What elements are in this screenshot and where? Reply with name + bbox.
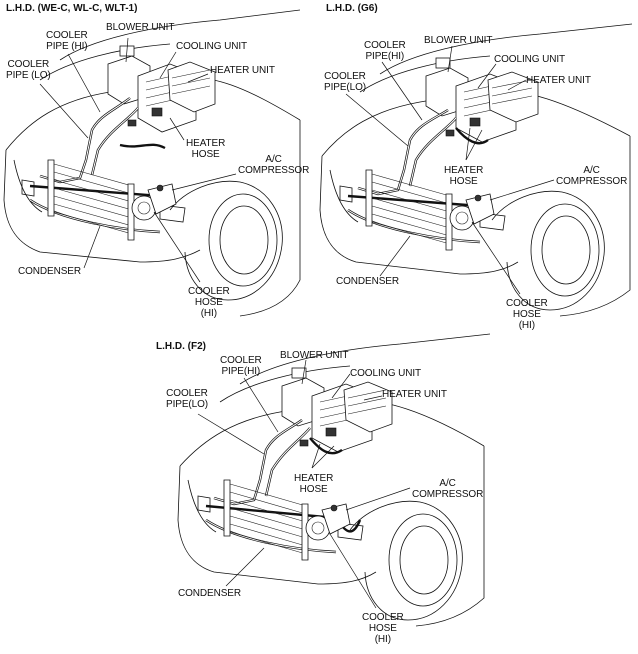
blower-unit-label: BLOWER UNIT bbox=[280, 350, 349, 361]
compressor-part bbox=[305, 503, 351, 541]
leader-lines bbox=[197, 359, 411, 609]
diagram-title: L.H.D. (WE-C, WL-C, WLT-1) bbox=[6, 3, 138, 14]
cooler-pipe-hi-label: COOLER PIPE(HI) bbox=[364, 40, 406, 62]
heater-hose-label: HEATER HOSE bbox=[444, 165, 484, 187]
condenser-label: CONDENSER bbox=[18, 266, 81, 277]
cooler-pipe-lo-label: COOLER PIPE (LO) bbox=[6, 59, 51, 81]
ac-compressor-label: A/C COMPRESSOR bbox=[412, 478, 484, 500]
cooler-pipe-lo-label: COOLER PIPE(LO) bbox=[166, 388, 208, 410]
hvac-units bbox=[107, 45, 216, 133]
heater-unit-label: HEATER UNIT bbox=[382, 389, 447, 400]
condenser-part bbox=[223, 479, 309, 561]
diagram-title: L.H.D. (G6) bbox=[326, 3, 378, 14]
hvac-units bbox=[281, 367, 393, 453]
cooling-unit-label: COOLING UNIT bbox=[176, 41, 248, 52]
ac-compressor-label: A/C COMPRESSOR bbox=[238, 154, 310, 176]
car-body bbox=[3, 9, 301, 317]
heater-unit-label: HEATER UNIT bbox=[210, 65, 275, 76]
heater-unit-label: HEATER UNIT bbox=[526, 75, 591, 86]
cooler-pipe-hi-label: COOLER PIPE(HI) bbox=[220, 355, 262, 377]
leader-lines bbox=[39, 37, 237, 283]
cooling-unit-label: COOLING UNIT bbox=[494, 54, 566, 65]
heater-hose-label: HEATER HOSE bbox=[294, 473, 334, 495]
blower-unit-label: BLOWER UNIT bbox=[106, 22, 175, 33]
cooler-hose-hi-label: COOLER HOSE (HI) bbox=[506, 298, 548, 331]
condenser-label: CONDENSER bbox=[178, 588, 241, 599]
leader-lines bbox=[345, 45, 555, 295]
hvac-units bbox=[425, 57, 539, 143]
compressor-part bbox=[449, 193, 495, 231]
cooler-pipe-lo-label: COOLER PIPE(LO) bbox=[324, 71, 366, 93]
cooler-hose-hi-label: COOLER HOSE (HI) bbox=[188, 286, 230, 319]
ac-compressor-label: A/C COMPRESSOR bbox=[556, 165, 628, 187]
heater-hose-label: HEATER HOSE bbox=[186, 138, 226, 160]
compressor-part bbox=[131, 183, 177, 221]
condenser-part bbox=[47, 159, 135, 241]
cooling-unit-label: COOLING UNIT bbox=[350, 368, 422, 379]
blower-unit-label: BLOWER UNIT bbox=[424, 35, 493, 46]
cooler-hose-hi-label: COOLER HOSE (HI) bbox=[362, 612, 404, 645]
diagram-title: L.H.D. (F2) bbox=[156, 341, 206, 352]
condenser-label: CONDENSER bbox=[336, 276, 399, 287]
cooler-pipe-hi-label: COOLER PIPE (HI) bbox=[46, 30, 88, 52]
condenser-part bbox=[365, 169, 453, 251]
